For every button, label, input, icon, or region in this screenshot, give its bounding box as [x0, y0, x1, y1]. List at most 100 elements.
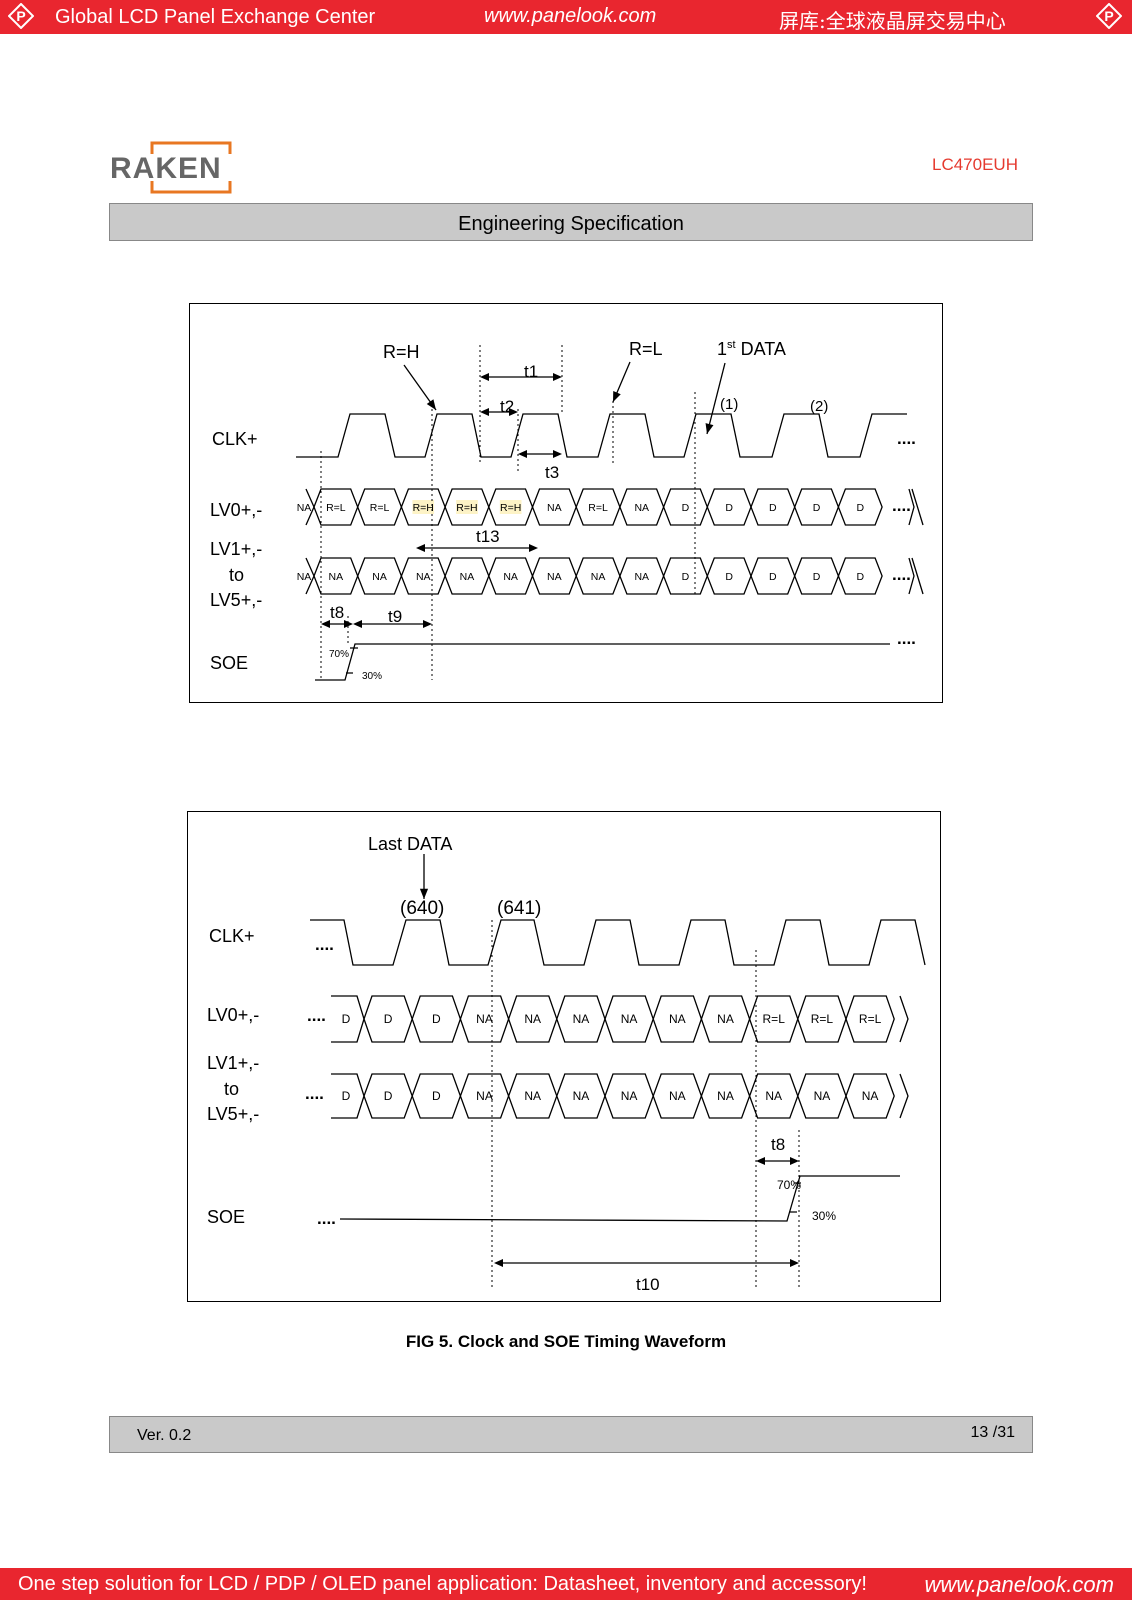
- fig2-t8: t8: [771, 1135, 785, 1154]
- fig1-clk-dots: ....: [897, 429, 916, 448]
- fig2-lv1-cell-label: D: [342, 1089, 351, 1103]
- fig1-t1-arrow-head-left: [480, 373, 489, 381]
- fig1-marker-1: (1): [720, 396, 738, 413]
- banner-url[interactable]: www.panelook.com: [484, 5, 657, 27]
- fig2-label-lv1: LV1+,-: [207, 1053, 259, 1073]
- fig1-lv1-dots: ....: [892, 565, 911, 584]
- fig1-lv0-highlight: [499, 500, 522, 514]
- fig1-lv0-cell-label: NA: [547, 502, 562, 514]
- fig1-lv0-cell-label: R=L: [588, 502, 608, 514]
- fig2-lv1-dots: ....: [305, 1084, 324, 1103]
- fig1-t8-arrow-head-right: [344, 620, 353, 628]
- banner-right-text: 屏库:全球液晶屏交易中心: [779, 9, 1006, 33]
- fig2-lv0-cell-label: NA: [476, 1012, 493, 1026]
- fig2-lv1-cell-label: NA: [524, 1089, 541, 1103]
- fig2-clk-wave: [310, 919, 926, 966]
- fig1-lv1-cell-label: NA: [329, 571, 344, 583]
- spec-title-bar: Engineering Specification: [109, 203, 1033, 241]
- fig2-lv1-cell-label: NA: [669, 1089, 686, 1103]
- fig2-lv1-end: [899, 1073, 909, 1119]
- fig1-lv0-cell-label: NA: [297, 502, 312, 514]
- fig1-t13-arrow-head-right: [529, 544, 538, 552]
- footer-bar: Ver. 0.2 13 /31: [109, 1416, 1033, 1453]
- fig1-t3-arrow-head-right: [553, 450, 562, 458]
- fig2-t8-arrow-head-left: [756, 1157, 765, 1165]
- fig1-lv1-end: [908, 557, 924, 595]
- fig1-soe-ticks: [346, 647, 358, 674]
- fig2-lv0-cell: [845, 995, 895, 1043]
- fig1-label-lv1: LV1+,-: [210, 539, 262, 559]
- fig2-lv1-cell-label: NA: [621, 1089, 638, 1103]
- fig1-rh: R=H: [383, 342, 420, 362]
- fig1-first-data-pointer: [706, 362, 726, 435]
- fig1-t9-arrow-head-left: [353, 620, 362, 628]
- fig1-soe-dots: ....: [897, 629, 916, 648]
- fig1-lv1-cell-label: NA: [416, 571, 431, 583]
- svg-text:P: P: [16, 8, 25, 24]
- fig1-lv0-highlight: [456, 500, 478, 514]
- fig2-pct-70: 70%: [777, 1178, 801, 1192]
- fig1-t13-arrow-head-left: [416, 544, 425, 552]
- fig2-lv0-cell-label: R=L: [763, 1012, 786, 1026]
- fig1-first-data-pointer-head: [705, 423, 714, 434]
- fig2-lv0-cell-label: R=L: [811, 1012, 834, 1026]
- fig2-t10: t10: [636, 1275, 660, 1294]
- fig1-t13: t13: [476, 527, 500, 546]
- fig1-first-data: 1st DATA: [717, 339, 786, 359]
- fig1-t3: t3: [545, 463, 559, 482]
- fig2-lv1-cell-label: NA: [476, 1089, 493, 1103]
- model-number: LC470EUH: [932, 155, 1018, 174]
- fig1-t1-arrow-head-right: [553, 373, 562, 381]
- fig1-t2: t2: [500, 397, 514, 416]
- fig1-lv1-cell-label: NA: [547, 571, 562, 583]
- fig1-t9: t9: [388, 607, 402, 626]
- fig2-label-clk: CLK+: [209, 926, 255, 946]
- fig1-label-lv5: LV5+,-: [210, 590, 262, 610]
- panelook-logo-icon-right: P: [1096, 3, 1122, 29]
- fig1-t8: t8: [330, 603, 344, 622]
- fig2-t10-arrow-head-right: [790, 1259, 799, 1267]
- fig1-lv1-cell-label: D: [813, 571, 821, 583]
- bottom-banner-url[interactable]: www.panelook.com: [924, 1572, 1114, 1597]
- fig1-lv0-dots: ....: [892, 496, 911, 515]
- fig1-t3-arrow-head-left: [518, 450, 527, 458]
- figure-caption: FIG 5. Clock and SOE Timing Waveform: [405, 1332, 727, 1351]
- fig2-label-to: to: [224, 1079, 239, 1099]
- fig1-marker-2: (2): [810, 398, 828, 415]
- fig2-clk-dots: ....: [315, 935, 334, 954]
- fig1-lv0-cell-label: R=L: [326, 502, 346, 514]
- fig1-lv1-cell-label: NA: [460, 571, 475, 583]
- fig2-soe-wave: [339, 1175, 900, 1222]
- fig2-lv0-cell-label: D: [432, 1012, 441, 1026]
- fig1-lv0-highlight: [412, 500, 435, 514]
- fig1-lv1-cell-label: NA: [591, 571, 606, 583]
- fig1-lv1-cell-label: NA: [297, 571, 312, 583]
- fig1-lv1-cell-label: NA: [503, 571, 518, 583]
- fig1-lv1-cell-label: D: [769, 571, 777, 583]
- fig1-t2-arrow-head-left: [480, 408, 489, 416]
- fig1-lv1-cell-label: NA: [634, 571, 649, 583]
- fig1-pct-30: 30%: [362, 671, 382, 682]
- fig1-lv0-cell-label: R=H: [500, 502, 521, 514]
- fig2-lv1-cell-label: NA: [717, 1089, 734, 1103]
- fig2-lv0-end: [899, 995, 909, 1043]
- fig1-lv0-cell: [837, 488, 883, 526]
- fig1-t8-arrow-head-left: [321, 620, 330, 628]
- fig2-lv1-cell-label: NA: [765, 1089, 782, 1103]
- fig2-lv0-cell-label: NA: [524, 1012, 541, 1026]
- logo-text: RAKEN: [110, 152, 222, 185]
- fig2-soe-ticks: [789, 1182, 801, 1213]
- fig1-pct-70: 70%: [329, 649, 349, 660]
- fig2-lv0-cell-label: D: [384, 1012, 393, 1026]
- fig2-pct-30: 30%: [812, 1209, 836, 1223]
- fig1-rl-pointer-head: [613, 391, 621, 402]
- fig1-lv0-cell-label: NA: [634, 502, 649, 514]
- fig1-lv0-cell-label: D: [725, 502, 733, 514]
- banner-left-text: Global LCD Panel Exchange Center: [55, 6, 376, 28]
- fig2-lv1-cell-label: D: [432, 1089, 441, 1103]
- fig2-soe-dots: ....: [317, 1209, 336, 1228]
- fig1-soe-wave: [315, 643, 890, 681]
- fig2-cycle-641: (641): [497, 898, 541, 919]
- fig2-last-data: Last DATA: [368, 834, 452, 854]
